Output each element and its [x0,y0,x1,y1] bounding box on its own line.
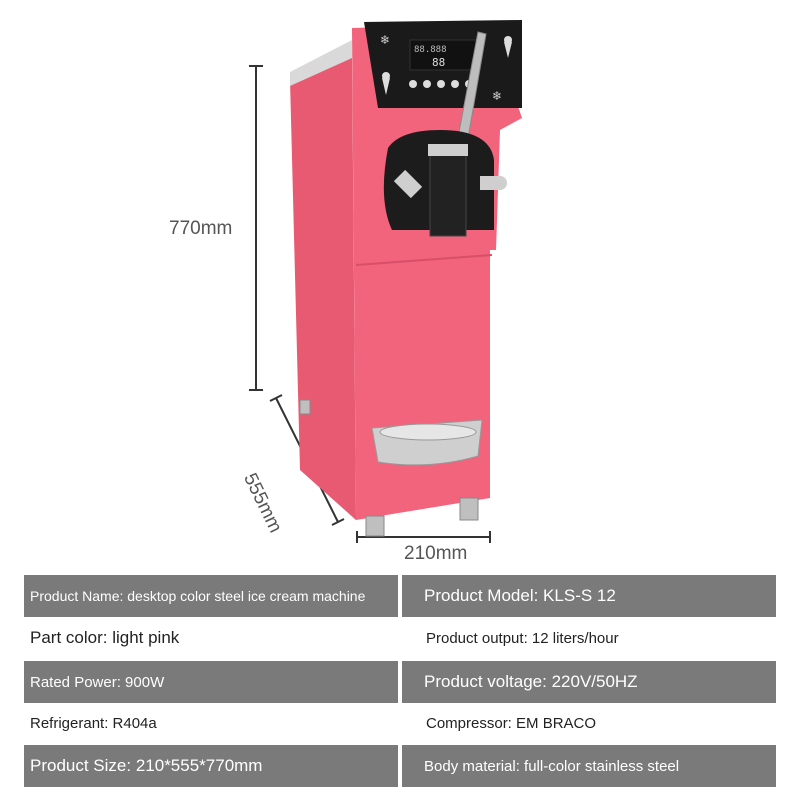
height-label: 770mm [169,218,233,239]
spec-rated-power: Rated Power: 900W [24,661,398,703]
spec-product-model: Product Model: KLS-S 12 [402,575,776,617]
spec-compressor: Compressor: EM BRACO [402,703,776,743]
spec-part-color: Part color: light pink [24,617,398,659]
left-knob [393,169,423,199]
spec-body-material: Body material: full-color stainless stee… [402,745,776,787]
snowflake-icon: ❄ [492,89,502,103]
snowflake-icon: ❄ [380,33,390,47]
spec-refrigerant: Refrigerant: R404a [24,703,398,743]
machine-side-panel [290,52,356,520]
height-dimension-line [249,65,263,391]
right-knob [480,176,507,190]
machine-feet [299,399,479,537]
width-dimension-line [356,531,491,543]
width-label: 210mm [404,543,468,564]
product-illustration: 88.888 88 ❄ ❄ [169,20,522,564]
spec-product-size: Product Size: 210*555*770mm [24,745,398,787]
ice-cream-cone-icon [382,78,390,95]
ice-cream-machine-drawing: 88.888 88 ❄ ❄ [249,20,522,543]
ice-cream-cone-icon [504,42,512,58]
spec-product-name: Product Name: desktop color steel ice cr… [24,575,398,617]
spec-product-output: Product output: 12 liters/hour [402,617,776,659]
spec-product-voltage: Product voltage: 220V/50HZ [402,661,776,703]
display-readout-a: 88.888 [414,45,447,55]
display-readout-b: 88 [432,56,445,69]
